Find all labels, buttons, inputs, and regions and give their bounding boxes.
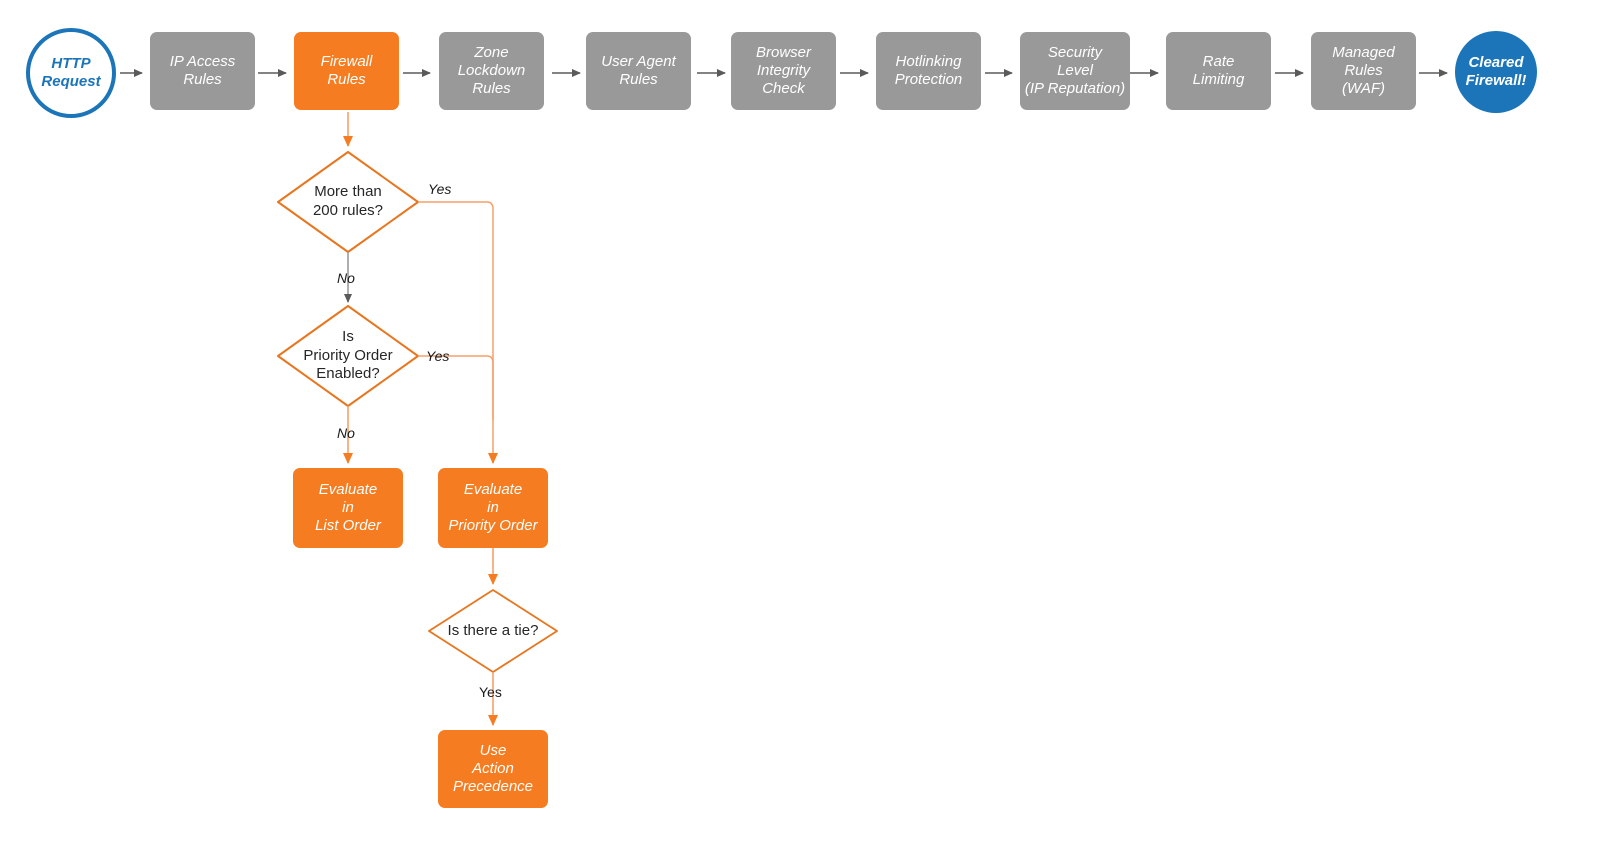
node-hotlinking-protection-label: Hotlinking Protection — [894, 52, 963, 88]
node-evaluate-in-priority-order-label: Evaluate in Priority Order — [448, 480, 538, 535]
node-cleared-firewall[interactable]: Cleared Firewall! — [1455, 31, 1537, 113]
edge-label-yes-priority-order: Yes — [426, 348, 449, 364]
node-firewall-rules[interactable]: Firewall Rules — [294, 32, 399, 110]
edge-label-no-priority-order: No — [337, 425, 355, 441]
node-evaluate-in-priority-order[interactable]: Evaluate in Priority Order — [438, 468, 548, 548]
node-managed-rules-waf-label: Managed Rules (WAF) — [1332, 43, 1395, 98]
edge-label-yes-priority-order-text: Yes — [426, 348, 450, 364]
decision-is-there-a-tie-shape — [428, 589, 558, 673]
node-evaluate-in-list-order[interactable]: Evaluate in List Order — [293, 468, 403, 548]
node-http-request[interactable]: HTTP Request — [26, 28, 116, 118]
edge-label-yes-tie: Yes — [479, 684, 502, 700]
edge-label-yes-200-rules-text: Yes — [428, 181, 452, 197]
node-ip-access-rules[interactable]: IP Access Rules — [150, 32, 255, 110]
node-use-action-precedence-label: Use Action Precedence — [452, 741, 534, 796]
node-user-agent-rules[interactable]: User Agent Rules — [586, 32, 691, 110]
node-use-action-precedence[interactable]: Use Action Precedence — [438, 730, 548, 808]
node-firewall-rules-label: Firewall Rules — [320, 52, 373, 88]
node-browser-integrity-check-label: Browser Integrity Check — [755, 43, 811, 98]
edge-label-yes-200-rules: Yes — [428, 181, 451, 197]
node-http-request-label: HTTP Request — [41, 54, 101, 90]
edge-label-no-200-rules: No — [337, 270, 355, 286]
node-rate-limiting[interactable]: Rate Limiting — [1166, 32, 1271, 110]
node-ip-access-rules-label: IP Access Rules — [169, 52, 236, 88]
node-evaluate-in-list-order-label: Evaluate in List Order — [315, 480, 381, 535]
node-managed-rules-waf[interactable]: Managed Rules (WAF) — [1311, 32, 1416, 110]
edge-decision1-yes — [418, 201, 498, 464]
node-zone-lockdown-rules[interactable]: Zone Lockdown Rules — [439, 32, 544, 110]
edge-label-yes-tie-text: Yes — [479, 684, 502, 700]
decision-more-than-200-rules-shape — [277, 151, 419, 253]
node-rate-limiting-label: Rate Limiting — [1192, 52, 1245, 88]
edge-label-no-priority-order-text: No — [337, 425, 355, 441]
edge-label-no-200-rules-text: No — [337, 270, 355, 286]
edge-decision2-yes — [418, 355, 494, 420]
node-user-agent-rules-label: User Agent Rules — [601, 52, 676, 88]
node-security-level[interactable]: Security Level (IP Reputation) — [1020, 32, 1130, 110]
node-security-level-label: Security Level (IP Reputation) — [1024, 43, 1126, 98]
node-cleared-firewall-label: Cleared Firewall! — [1465, 53, 1527, 89]
node-zone-lockdown-rules-label: Zone Lockdown Rules — [457, 43, 526, 98]
node-hotlinking-protection[interactable]: Hotlinking Protection — [876, 32, 981, 110]
decision-is-priority-order-enabled-shape — [277, 305, 419, 407]
node-browser-integrity-check[interactable]: Browser Integrity Check — [731, 32, 836, 110]
